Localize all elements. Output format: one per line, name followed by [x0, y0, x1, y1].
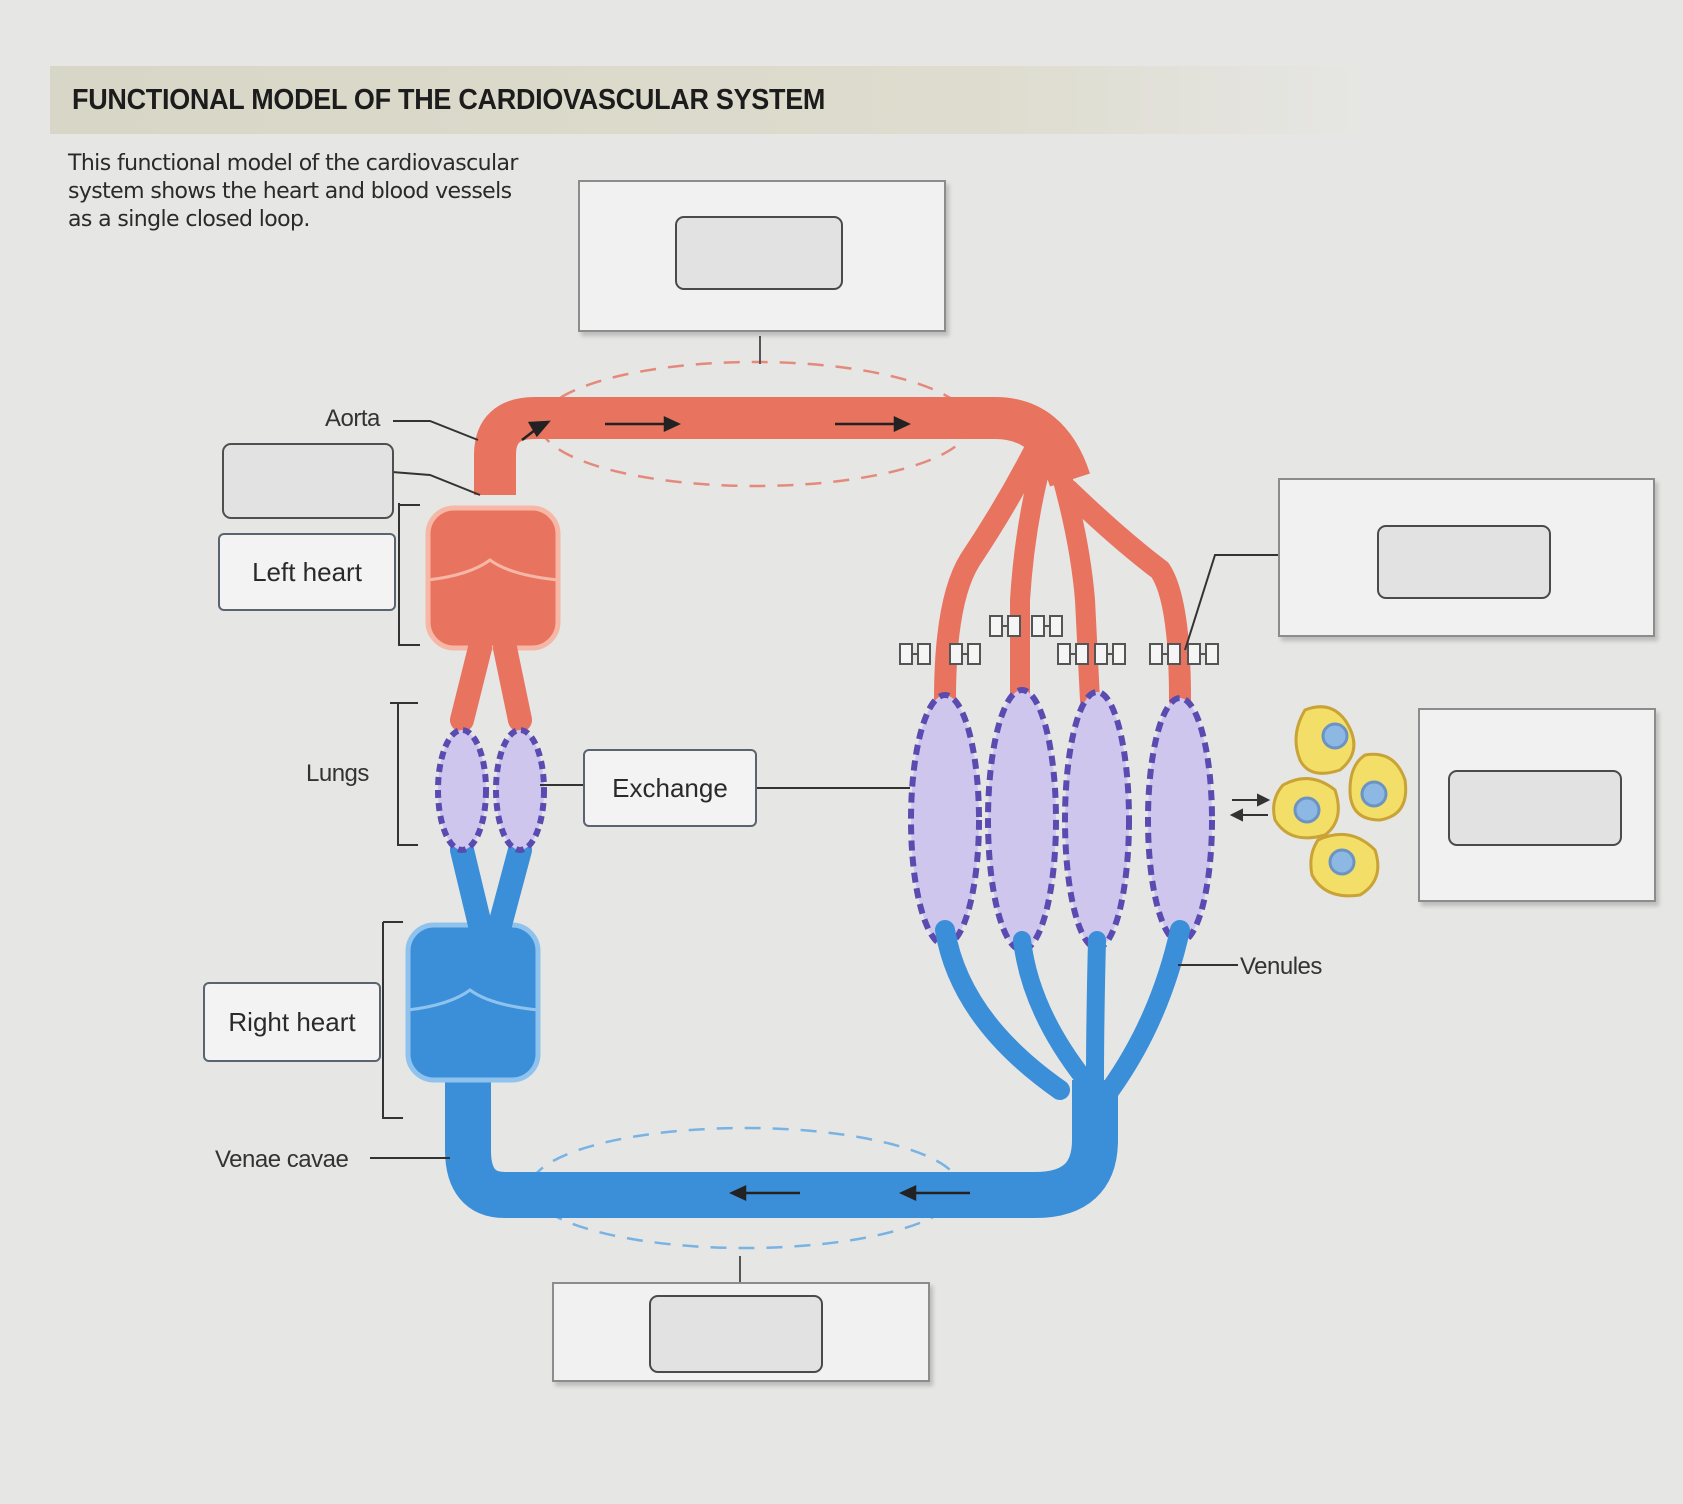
aorta-vessel — [474, 397, 1090, 495]
cells-answer-box — [1418, 708, 1656, 902]
exchange-tile[interactable]: Exchange — [583, 749, 757, 827]
systemic-capillary-beds — [908, 687, 1215, 953]
venae-cavae-vessel — [445, 1080, 1118, 1218]
right-heart-tile[interactable]: Right heart — [203, 982, 381, 1062]
venae-cavae-label: Venae cavae — [215, 1146, 349, 1173]
title-band — [50, 66, 1370, 134]
lungs-label: Lungs — [306, 760, 369, 787]
tissue-cells — [1272, 705, 1408, 898]
right-top-drop-zone[interactable] — [1377, 525, 1551, 599]
description-text: This functional model of the cardiovascu… — [68, 151, 518, 232]
pulmonary-vessels — [450, 636, 532, 937]
page-title: FUNCTIONAL MODEL OF THE CARDIOVASCULAR S… — [72, 84, 826, 116]
aorta-label: Aorta — [325, 405, 380, 432]
right-heart-chamber — [405, 922, 541, 1083]
precapillary-sphincters — [899, 615, 1219, 665]
flow-arrows — [521, 416, 970, 1201]
leader-lines — [370, 420, 1278, 1159]
left-heart-tile[interactable]: Left heart — [218, 533, 396, 611]
venules-label: Venules — [1240, 953, 1322, 980]
right-top-answer-box — [1278, 478, 1655, 637]
pulmonary-capillary-beds — [435, 727, 547, 853]
cells-drop-zone[interactable] — [1448, 770, 1622, 846]
venules-vessels — [935, 920, 1190, 1100]
bottom-answer-box — [552, 1282, 930, 1382]
left-top-drop-zone[interactable] — [222, 443, 394, 519]
top-answer-box — [578, 180, 946, 332]
exchange-arrows — [1229, 793, 1271, 822]
top-drop-zone[interactable] — [675, 216, 843, 290]
bottom-drop-zone[interactable] — [649, 1295, 823, 1373]
